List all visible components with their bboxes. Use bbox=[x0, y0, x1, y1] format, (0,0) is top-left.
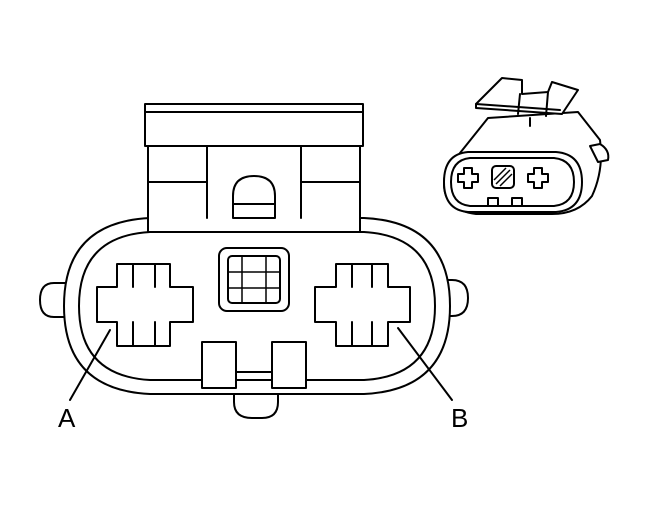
terminal-cavity-b bbox=[314, 263, 411, 347]
bottom-key-right bbox=[271, 341, 307, 389]
small-front-inner bbox=[450, 157, 575, 207]
small-terminal-left bbox=[457, 167, 479, 189]
small-right-ear bbox=[589, 143, 610, 163]
callout-label-a: A bbox=[58, 403, 76, 433]
center-plug-outer bbox=[218, 247, 290, 312]
center-plug-inner bbox=[227, 255, 281, 304]
terminal-b-inner bbox=[351, 263, 373, 347]
center-plug-cross bbox=[228, 256, 280, 303]
small-center-plug-hatch bbox=[493, 167, 513, 187]
connector-perspective-view bbox=[443, 77, 610, 215]
bottom-key-left bbox=[201, 341, 237, 389]
callout-line-b bbox=[397, 327, 453, 401]
inner-housing bbox=[78, 231, 436, 381]
lock-tab-window bbox=[232, 175, 276, 219]
connector-face-main bbox=[39, 103, 469, 419]
terminal-cavity-a bbox=[96, 263, 194, 347]
callout-line-a bbox=[69, 329, 111, 401]
small-lock-tab-detail bbox=[475, 91, 561, 127]
callout-label-b: B bbox=[451, 403, 469, 433]
small-terminal-right bbox=[527, 167, 549, 189]
lock-tab-cap bbox=[144, 103, 364, 147]
small-bottom-keys bbox=[487, 197, 523, 207]
terminal-a-inner bbox=[132, 263, 156, 347]
